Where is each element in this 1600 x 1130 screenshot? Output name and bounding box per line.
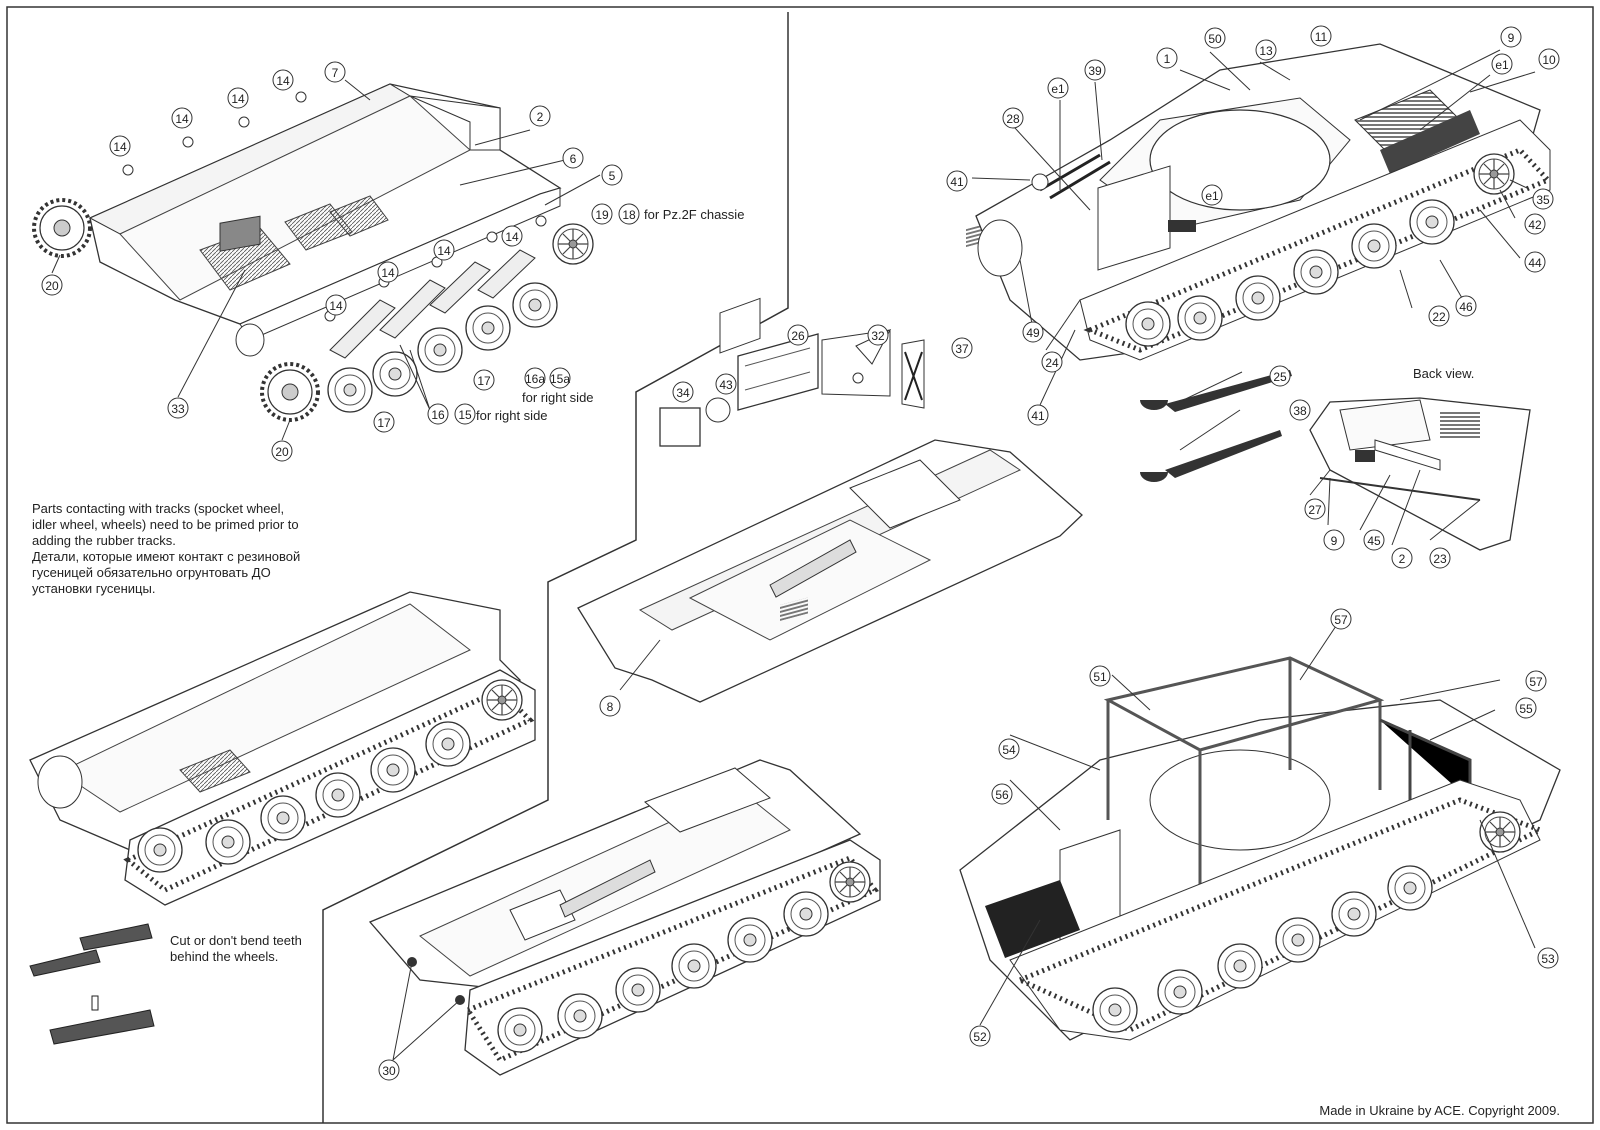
callout-14: 14	[505, 230, 519, 244]
callout-15: 15	[458, 408, 472, 422]
callout-20: 20	[275, 445, 289, 459]
callout-9: 9	[1331, 534, 1338, 548]
callout-33: 33	[171, 402, 185, 416]
callout-41: 41	[1031, 409, 1045, 423]
callout-55: 55	[1519, 702, 1533, 716]
callout-37: 37	[955, 342, 969, 356]
callout-6: 6	[570, 152, 577, 166]
callout-5: 5	[609, 169, 616, 183]
back-view	[1309, 397, 1531, 551]
callout-e1: e1	[1495, 58, 1509, 72]
callout-18: 18	[622, 208, 636, 222]
callout-28: 28	[1006, 112, 1020, 126]
callout-16: 16	[431, 408, 445, 422]
callout-14: 14	[329, 299, 343, 313]
hull-exploded-view	[32, 83, 594, 422]
callout-45: 45	[1367, 534, 1381, 548]
callout-19: 19	[595, 208, 609, 222]
callout-e1: e1	[1051, 82, 1065, 96]
callout-27: 27	[1308, 503, 1322, 517]
callout-56: 56	[995, 788, 1009, 802]
callout-labels: 14 14 14 14 7 2 6 5 14 14 14 14 19 18 20…	[45, 30, 1556, 1078]
right-side-note-16: for right side	[522, 390, 594, 405]
callout-41: 41	[950, 175, 964, 189]
callout-e1: e1	[1205, 189, 1219, 203]
callout-38: 38	[1293, 404, 1307, 418]
teeth-note: Cut or don't bend teeth behind the wheel…	[170, 933, 302, 964]
leader-lines	[51, 49, 1536, 1061]
callout-39: 39	[1088, 64, 1102, 78]
callout-11: 11	[1315, 30, 1328, 44]
primer-note-ru: Детали, которые имеют контакт с резиново…	[32, 549, 301, 596]
callout-14: 14	[437, 244, 451, 258]
callout-26: 26	[791, 329, 805, 343]
callout-2: 2	[537, 110, 544, 124]
callout-30: 30	[382, 1064, 396, 1078]
command-version-view	[959, 656, 1561, 1041]
callout-32: 32	[871, 329, 885, 343]
callout-25: 25	[1273, 370, 1287, 384]
track-links	[29, 923, 155, 1045]
callouts	[41, 25, 1560, 1081]
callout-35: 35	[1536, 193, 1550, 207]
callout-1: 1	[1164, 52, 1171, 66]
callout-44: 44	[1528, 256, 1542, 270]
callout-24: 24	[1045, 356, 1059, 370]
pz2f-chassie-note: for Pz.2F chassie	[644, 207, 745, 222]
callout-34: 34	[676, 386, 690, 400]
callout-43: 43	[719, 378, 733, 392]
callout-8: 8	[607, 700, 614, 714]
superstructure-on-chassis-view	[368, 597, 881, 1076]
callout-2: 2	[1399, 552, 1406, 566]
callout-46: 46	[1459, 300, 1473, 314]
callout-50: 50	[1208, 32, 1222, 46]
callout-14: 14	[381, 266, 395, 280]
callout-13: 13	[1259, 44, 1273, 58]
callout-17: 17	[377, 416, 391, 430]
callout-17: 17	[477, 374, 491, 388]
callout-22: 22	[1432, 310, 1446, 324]
callout-57: 57	[1529, 675, 1543, 689]
callout-14: 14	[231, 92, 245, 106]
callout-53: 53	[1541, 952, 1555, 966]
callout-42: 42	[1528, 218, 1542, 232]
callout-51: 51	[1093, 670, 1107, 684]
back-view-title: Back view.	[1413, 366, 1475, 381]
copyright: Made in Ukraine by ACE. Copyright 2009.	[1319, 1103, 1560, 1118]
callout-10: 10	[1542, 53, 1556, 67]
upper-hull-view	[975, 43, 1553, 482]
callout-14: 14	[175, 112, 189, 126]
callout-23: 23	[1433, 552, 1447, 566]
callout-20: 20	[45, 279, 59, 293]
rear-parts	[659, 328, 925, 447]
callout-14: 14	[113, 140, 127, 154]
callout-7: 7	[332, 66, 339, 80]
callout-15a: 15a	[550, 372, 570, 386]
callout-52: 52	[973, 1030, 987, 1044]
callout-14: 14	[276, 74, 290, 88]
callout-49: 49	[1026, 326, 1040, 340]
right-side-note-15: for right side	[476, 408, 548, 423]
callout-9: 9	[1508, 31, 1515, 45]
superstructure-top-view	[577, 221, 1083, 703]
callout-54: 54	[1002, 743, 1016, 757]
primer-note-en: Parts contacting with tracks (spocket wh…	[32, 501, 299, 548]
callout-57: 57	[1334, 613, 1348, 627]
callout-16a: 16a	[525, 372, 545, 386]
hull-with-tracks-view	[29, 591, 536, 906]
page-border	[6, 6, 1594, 1124]
section-divider	[322, 12, 789, 1123]
